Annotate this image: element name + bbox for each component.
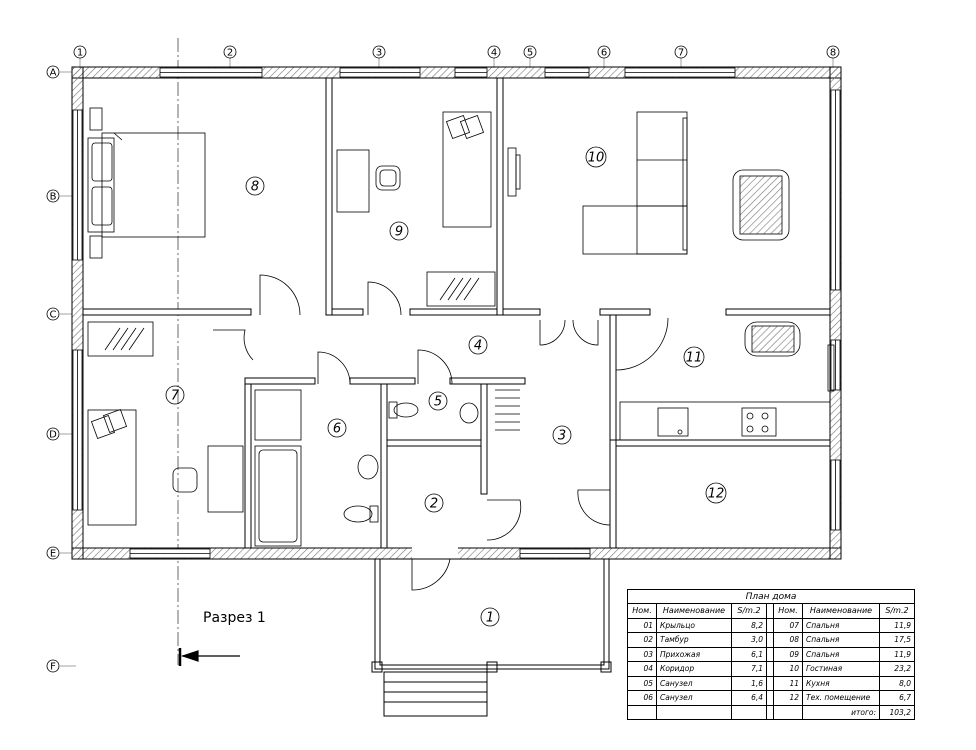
svg-text:1: 1 xyxy=(486,611,494,626)
svg-text:7: 7 xyxy=(678,48,684,59)
axis-bubble-3: 3 xyxy=(372,45,386,59)
svg-text:B: B xyxy=(50,192,57,203)
bed-room-8 xyxy=(87,107,206,259)
axis-bubble-D: D xyxy=(46,427,60,441)
axis-bubble-2: 2 xyxy=(223,45,237,59)
svg-text:2: 2 xyxy=(430,497,438,512)
furniture-room-10 xyxy=(582,111,790,255)
table-total-row: итого:103,2 xyxy=(627,704,915,720)
furniture-room-9 xyxy=(336,111,521,307)
room-5-label: 5 xyxy=(428,391,448,411)
room-11-label: 11 xyxy=(683,346,705,368)
svg-text:7: 7 xyxy=(171,389,180,404)
axis-bubbles-left: A B C D E F xyxy=(46,65,60,673)
svg-text:E: E xyxy=(50,549,56,560)
room-8-label: 8 xyxy=(245,176,265,196)
axis-bubble-F: F xyxy=(46,659,60,673)
table-title: План дома xyxy=(627,589,915,604)
axis-bubble-8: 8 xyxy=(826,45,840,59)
room-labels: 1 2 3 4 5 6 7 8 9 10 11 12 xyxy=(165,146,727,627)
axis-bubble-E: E xyxy=(46,546,60,560)
windows xyxy=(72,67,841,559)
svg-text:6: 6 xyxy=(601,48,607,59)
svg-text:1: 1 xyxy=(77,48,83,59)
furniture-room-7 xyxy=(87,321,244,526)
furniture-room-11 xyxy=(619,321,835,441)
svg-text:11: 11 xyxy=(686,351,703,366)
axis-bubble-5: 5 xyxy=(523,45,537,59)
svg-text:8: 8 xyxy=(251,180,259,195)
axis-bubble-6: 6 xyxy=(597,45,611,59)
axis-bubble-7: 7 xyxy=(674,45,688,59)
svg-text:4: 4 xyxy=(474,339,482,354)
section-arrow xyxy=(178,648,240,666)
svg-text:9: 9 xyxy=(395,225,403,240)
room-10-label: 10 xyxy=(585,146,607,168)
room-1-label: 1 xyxy=(480,607,500,627)
svg-text:C: C xyxy=(50,310,57,321)
room-2-label: 2 xyxy=(424,493,444,513)
room-7-label: 7 xyxy=(165,385,185,405)
room-9-label: 9 xyxy=(389,221,409,241)
table-header: Ном. Наименование S/m.2 Ном. Наименовани… xyxy=(627,603,915,619)
room-6-label: 6 xyxy=(327,418,347,438)
svg-text:D: D xyxy=(49,430,57,441)
svg-text:A: A xyxy=(50,68,57,79)
room-12-label: 12 xyxy=(705,482,727,504)
svg-text:2: 2 xyxy=(227,48,233,59)
room-3-label: 3 xyxy=(552,425,572,445)
axis-bubble-1: 1 xyxy=(73,45,87,59)
axis-bubble-C: C xyxy=(46,307,60,321)
svg-text:3: 3 xyxy=(376,48,382,59)
porch xyxy=(371,558,612,717)
svg-text:8: 8 xyxy=(830,48,836,59)
svg-text:4: 4 xyxy=(491,48,497,59)
interior-walls xyxy=(82,77,831,549)
svg-text:F: F xyxy=(50,662,56,673)
svg-text:12: 12 xyxy=(708,487,725,502)
room-schedule-table: План дома Ном. Наименование S/m.2 Ном. Н… xyxy=(627,589,915,720)
doors xyxy=(213,274,669,591)
svg-text:5: 5 xyxy=(527,48,533,59)
section-label: Разрез 1 xyxy=(203,610,266,626)
svg-text:10: 10 xyxy=(588,151,605,166)
axis-bubble-A: A xyxy=(46,65,60,79)
axis-bubbles-top: 1 2 3 4 5 6 7 8 xyxy=(73,45,840,59)
svg-text:3: 3 xyxy=(558,429,566,444)
svg-text:6: 6 xyxy=(333,422,341,437)
svg-text:5: 5 xyxy=(434,395,442,410)
axis-bubble-4: 4 xyxy=(487,45,501,59)
furniture-room-5 xyxy=(388,389,520,431)
room-4-label: 4 xyxy=(468,335,488,355)
axis-bubble-B: B xyxy=(46,189,60,203)
furniture-room-6 xyxy=(254,389,379,547)
